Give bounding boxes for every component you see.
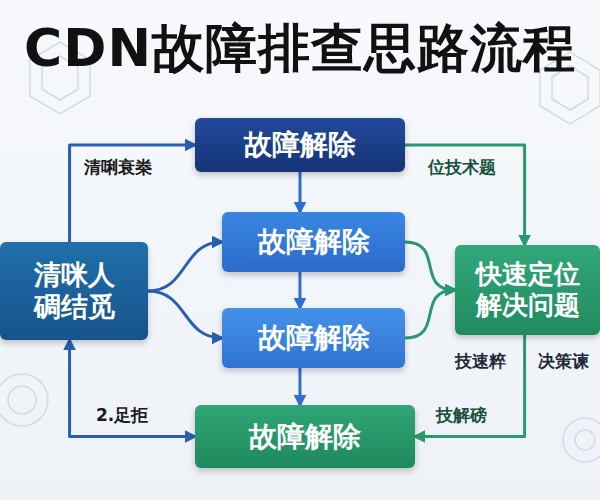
process-box: 故障解除 <box>195 405 415 468</box>
flow-arrow <box>405 242 455 290</box>
process-box: 快速定位 解决问题 <box>455 245 600 335</box>
flow-arrow <box>298 272 301 308</box>
box-text: 故障解除 <box>258 321 370 355</box>
note-label: 决策谏 <box>538 350 589 373</box>
flow-arrow <box>70 340 195 437</box>
flow-arrow <box>299 172 302 212</box>
flow-arrow <box>148 291 222 338</box>
box-text: 快速定位 解决问题 <box>473 259 582 321</box>
circle-ornament <box>563 418 600 462</box>
hex-pattern <box>0 42 600 462</box>
box-text: 清咪人 碉结觅 <box>18 259 130 324</box>
circle-ornament <box>8 386 36 414</box>
arrow-label: 位技术题 <box>428 156 496 179</box>
process-box: 故障解除 <box>222 212 405 272</box>
arrow-label: 清唎衰桊 <box>84 156 152 179</box>
flow-arrow <box>148 242 222 291</box>
box-text: 故障解除 <box>244 128 356 162</box>
box-text: 故障解除 <box>249 420 361 454</box>
diagram-title: CDN故障排查思路流程 <box>0 14 600 84</box>
circle-ornament <box>0 374 48 426</box>
flow-arrow <box>298 368 301 405</box>
flow-arrow <box>70 145 195 242</box>
arrow-label: 技解磅 <box>436 404 487 427</box>
box-text: 故障解除 <box>258 225 370 259</box>
process-box: 故障解除 <box>222 308 405 368</box>
process-box: 故障解除 <box>195 118 405 172</box>
note-label: 技速粹 <box>455 350 506 373</box>
flow-arrow <box>405 145 525 245</box>
arrow-label: 2.足拒 <box>96 404 148 427</box>
flow-arrow <box>415 335 525 437</box>
circle-ornament <box>575 430 595 450</box>
process-box: 清咪人 碉结觅 <box>0 242 148 340</box>
flow-arrow <box>405 290 455 338</box>
